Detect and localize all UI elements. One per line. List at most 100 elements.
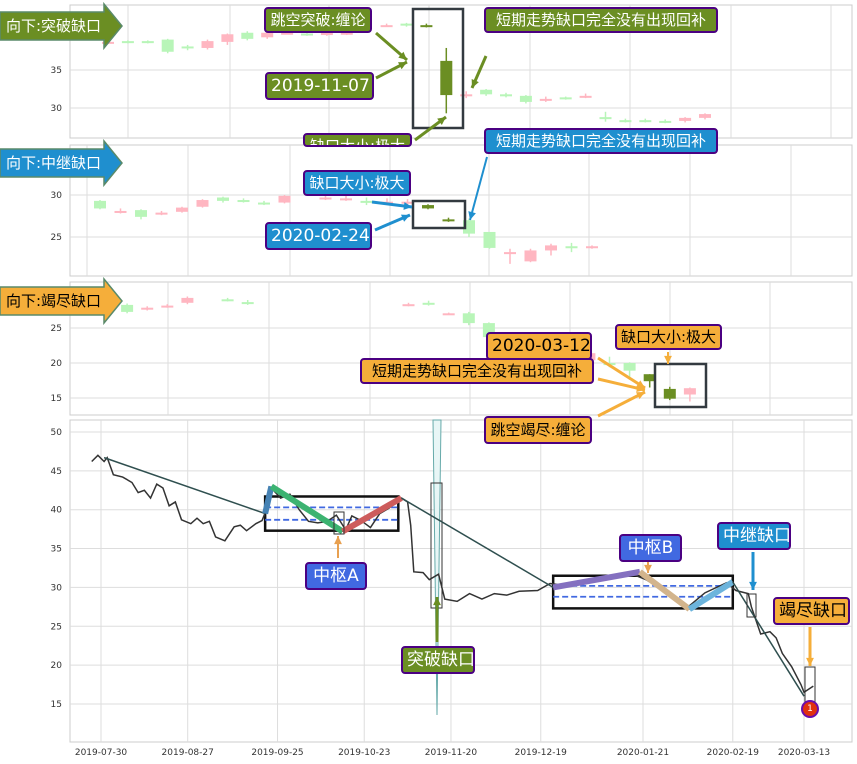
candle [161, 38, 174, 54]
stroke-segment [552, 568, 641, 591]
candle-body [623, 363, 636, 371]
candle [579, 93, 592, 99]
arrow-gap-size [371, 200, 413, 210]
candle-body [319, 197, 332, 200]
candle [586, 245, 598, 249]
arrow-head [468, 211, 476, 220]
flag-exhaustion-gap: 向下:竭尽缺口 [0, 283, 122, 319]
candle [519, 95, 532, 104]
arrow-head [403, 202, 412, 210]
y-tick-label: 25 [51, 622, 62, 632]
candle-body [480, 89, 493, 95]
y-tick-label: 15 [51, 394, 62, 404]
x-tick-label: 2020-01-21 [617, 748, 669, 758]
arrow-head [334, 536, 342, 545]
label-no-fill: 短期走势缺口完全没有出现回补 [360, 358, 594, 384]
candle-body [420, 25, 433, 28]
flag-runaway-gap: 向下:中继缺口 [0, 145, 122, 181]
candle-body [619, 120, 632, 123]
y-tick-label: 50 [51, 428, 63, 438]
arrow-head [471, 79, 479, 88]
candle [278, 195, 291, 204]
gap-window [746, 593, 757, 618]
candle-body [440, 60, 453, 96]
candle-body [599, 117, 612, 120]
candle [217, 196, 229, 203]
candle [121, 303, 134, 314]
candle [402, 302, 415, 307]
candle [135, 209, 147, 220]
candle-body [565, 246, 578, 249]
arrow-no-fill [468, 156, 488, 221]
candle [201, 39, 214, 50]
candle [539, 96, 552, 102]
panel-frame [69, 144, 853, 277]
candle [196, 199, 209, 208]
y-tick-label: 35 [51, 66, 62, 76]
stroke-segment [341, 495, 403, 535]
candle-body [559, 97, 572, 100]
label-gap-size: 缺口大小:极大 [615, 324, 722, 350]
arrow-exhaustion [806, 627, 814, 666]
candle-body [524, 250, 537, 262]
arrow-date [374, 213, 411, 232]
candle [599, 111, 612, 122]
arrow-head [401, 214, 410, 222]
candle-body [683, 388, 696, 395]
candle-body [237, 200, 250, 203]
candle-body [301, 33, 313, 36]
stroke-segment [638, 569, 692, 612]
stroke-segment [103, 456, 266, 515]
candle-body [181, 297, 194, 303]
label-gap-type: 跳空竭尽:缠论 [484, 416, 592, 444]
candle-body [94, 200, 106, 209]
stroke-segment [687, 579, 735, 612]
gap-box [411, 199, 467, 230]
candle-body [360, 200, 373, 203]
candle-body [161, 39, 174, 52]
arrow-head [636, 384, 645, 392]
candle-body [401, 201, 414, 204]
candle [360, 197, 373, 206]
stroke-segment [401, 497, 554, 589]
candle-body [422, 302, 435, 305]
arrow-head [433, 597, 441, 606]
arrow-head [806, 657, 814, 666]
candle-body [402, 304, 415, 307]
label-date: 2019-11-07 [265, 72, 374, 100]
label-pivot-a: 中枢A [305, 562, 367, 590]
candle [161, 304, 174, 308]
arrow-shaft [469, 156, 488, 221]
candle [462, 311, 475, 326]
candle [524, 248, 537, 263]
y-tick-label: 30 [51, 583, 63, 593]
candle [422, 204, 434, 210]
candle-body [201, 41, 214, 48]
candle [699, 113, 711, 120]
x-tick-label: 2020-02-19 [707, 748, 760, 758]
candle-body [586, 246, 598, 249]
candle-body [221, 299, 234, 302]
x-tick-label: 2020-03-13 [778, 748, 830, 758]
candle-body [241, 32, 254, 39]
y-tick-label: 15 [51, 700, 62, 710]
candle [181, 296, 194, 305]
candle [114, 208, 127, 214]
candle [440, 47, 453, 114]
arrow-head [398, 51, 407, 60]
arrow-no-fill [470, 55, 488, 89]
candle-body [504, 252, 516, 255]
flag-text: 向下:中继缺口 [6, 154, 102, 172]
candle [121, 40, 134, 44]
label-gap-size: 缺口大小:极大 [303, 133, 412, 147]
stroke-segment [262, 485, 275, 515]
candle [663, 386, 676, 401]
gap-spike [432, 419, 442, 716]
candle [442, 312, 455, 316]
label-date: 2020-02-24 [265, 222, 372, 250]
candle-body [380, 25, 393, 28]
